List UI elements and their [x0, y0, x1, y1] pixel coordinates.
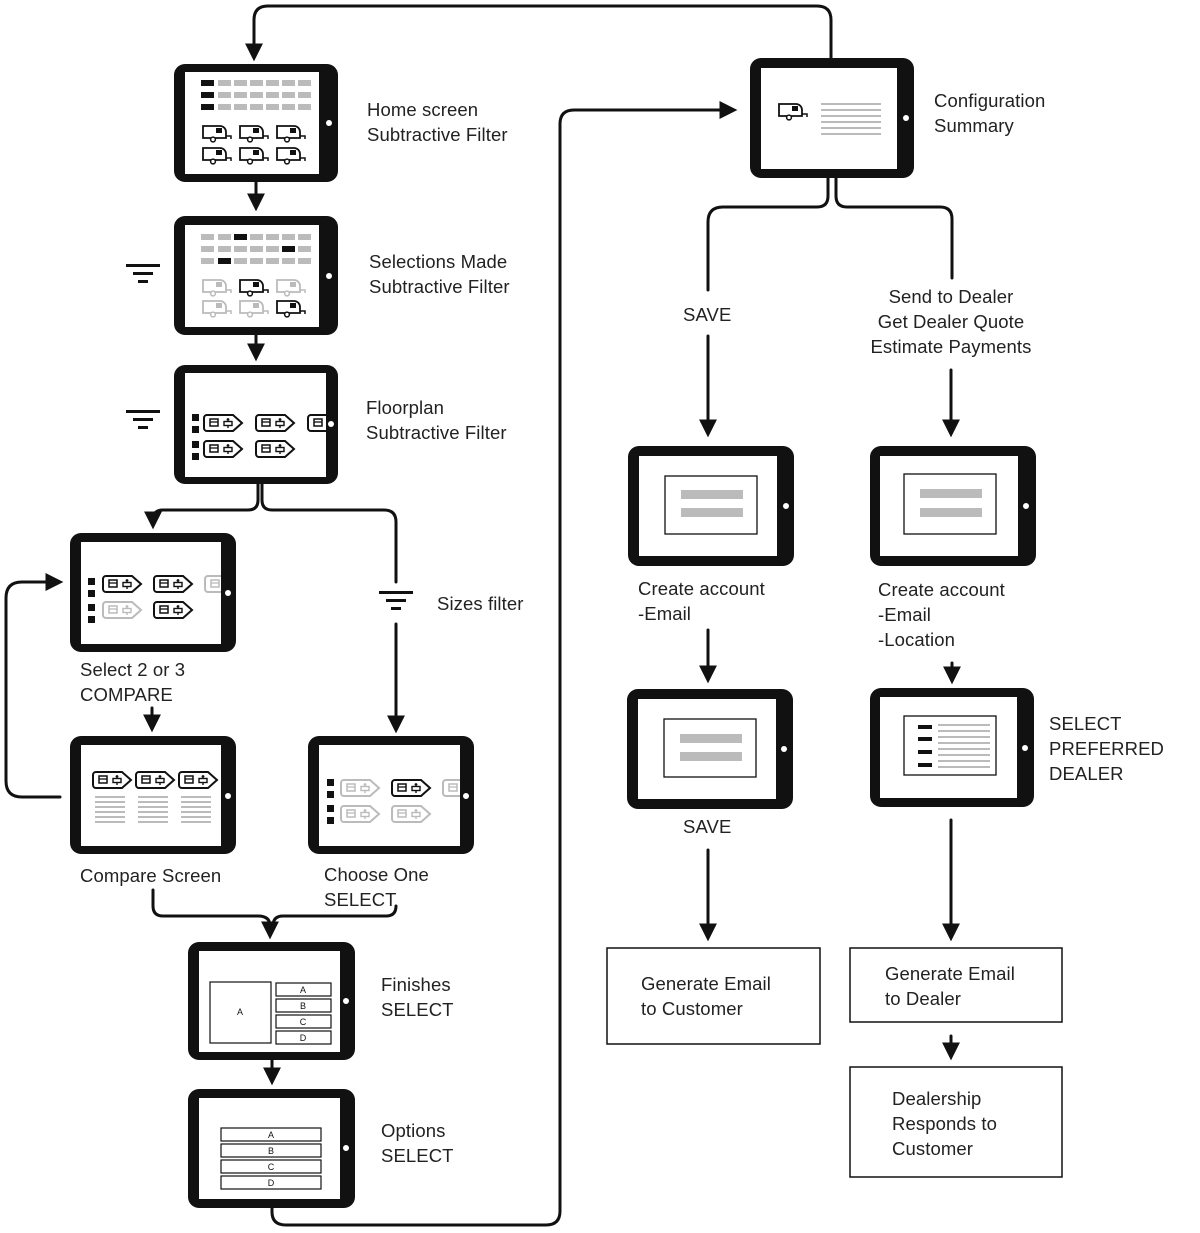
- tablet-floorplan: [174, 365, 338, 484]
- label-selections-made: Selections Made Subtractive Filter: [369, 251, 510, 297]
- tablet-finishes: A A B C D: [188, 942, 355, 1060]
- finishes-option-label: D: [300, 1033, 307, 1043]
- finishes-main-swatch: A: [237, 1007, 243, 1017]
- label-finishes: Finishes SELECT: [381, 974, 454, 1020]
- finishes-option-label: B: [300, 1001, 306, 1011]
- tablet-options: A B C D: [188, 1089, 355, 1208]
- label-choose-one: Choose One SELECT: [324, 864, 429, 910]
- label-create-account-email: Create account -Email: [638, 578, 765, 624]
- tablet-selections-made: [174, 216, 338, 335]
- options-row-label: B: [268, 1146, 274, 1156]
- label-save-top: SAVE: [683, 304, 732, 325]
- box-generate-email-customer: [606, 947, 821, 1045]
- label-compare-select: Select 2 or 3 COMPARE: [80, 659, 186, 705]
- connector-lines: [4, 4, 961, 1227]
- tablet-select-dealer: [870, 688, 1034, 807]
- options-row-label: C: [268, 1162, 275, 1172]
- tablet-compare-select: [70, 533, 236, 652]
- tablet-choose-one: [308, 736, 474, 854]
- tablet-create-account-location: [870, 446, 1036, 566]
- label-compare-screen: Compare Screen: [80, 865, 222, 886]
- tablet-configuration-summary: [750, 58, 914, 178]
- options-row-label: A: [268, 1130, 274, 1140]
- label-generate-email-dealer: Generate Email to Dealer: [885, 963, 1015, 1009]
- label-select-preferred-dealer: SELECT PREFERRED DEALER: [1049, 713, 1164, 784]
- finishes-option-label: A: [300, 985, 306, 995]
- label-send-to-dealer: Send to Dealer Get Dealer Quote Estimate…: [870, 286, 1032, 357]
- label-configuration-summary: Configuration Summary: [934, 90, 1046, 136]
- label-options: Options SELECT: [381, 1120, 454, 1166]
- tablet-save: [627, 689, 793, 809]
- label-sizes-filter: Sizes filter: [437, 593, 524, 614]
- label-create-account-location: Create account -Email -Location: [878, 579, 1005, 650]
- box-dealership-responds: [849, 1066, 1063, 1178]
- label-floorplan: Floorplan Subtractive Filter: [366, 397, 507, 443]
- tablet-home-screen: [174, 64, 338, 182]
- tablet-create-account-email: [628, 446, 794, 566]
- filter-icon: [126, 264, 160, 283]
- options-row-label: D: [268, 1178, 275, 1188]
- label-generate-email-customer: Generate Email to Customer: [641, 973, 771, 1019]
- tablet-compare-screen: [70, 736, 236, 854]
- label-dealership-responds: Dealership Responds to Customer: [892, 1088, 997, 1159]
- filter-icon: [126, 410, 160, 429]
- label-save-bottom: SAVE: [683, 816, 732, 837]
- box-generate-email-dealer: [849, 947, 1063, 1023]
- filter-icon: [379, 591, 413, 610]
- finishes-option-label: C: [300, 1017, 307, 1027]
- label-home-screen: Home screen Subtractive Filter: [367, 99, 508, 145]
